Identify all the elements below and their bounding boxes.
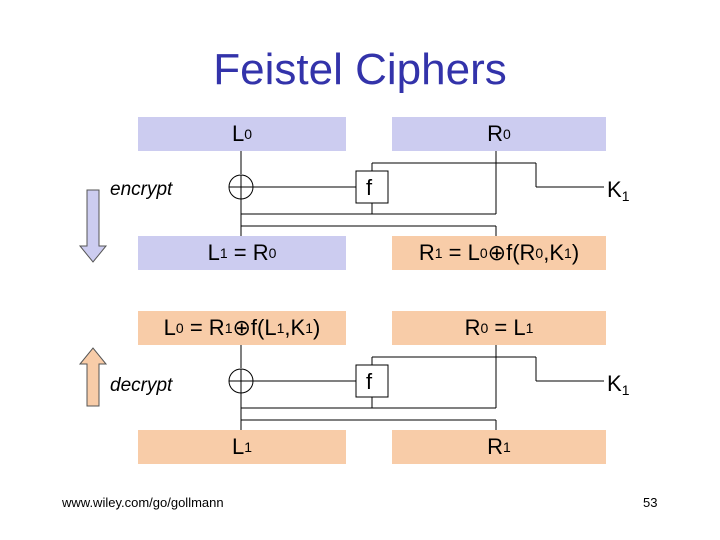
decrypt-arrow-icon (78, 347, 108, 407)
decrypt-f-label: f (366, 369, 373, 394)
xor-icon: ⊕ (232, 315, 251, 340)
encrypt-key-label: K1 (607, 177, 630, 204)
xor-icon: ⊕ (487, 240, 507, 265)
page-title: Feistel Ciphers (213, 45, 507, 94)
encrypt-arrow-icon (78, 189, 108, 263)
decrypt-key-label: K1 (607, 371, 630, 398)
encrypt-label: encrypt (110, 179, 173, 200)
page-number: 53 (643, 495, 658, 510)
encrypt-f-label: f (366, 175, 373, 200)
decrypt-label: decrypt (110, 375, 173, 396)
footer-url: www.wiley.com/go/gollmann (62, 495, 224, 510)
decrypt-f-box (355, 364, 389, 398)
